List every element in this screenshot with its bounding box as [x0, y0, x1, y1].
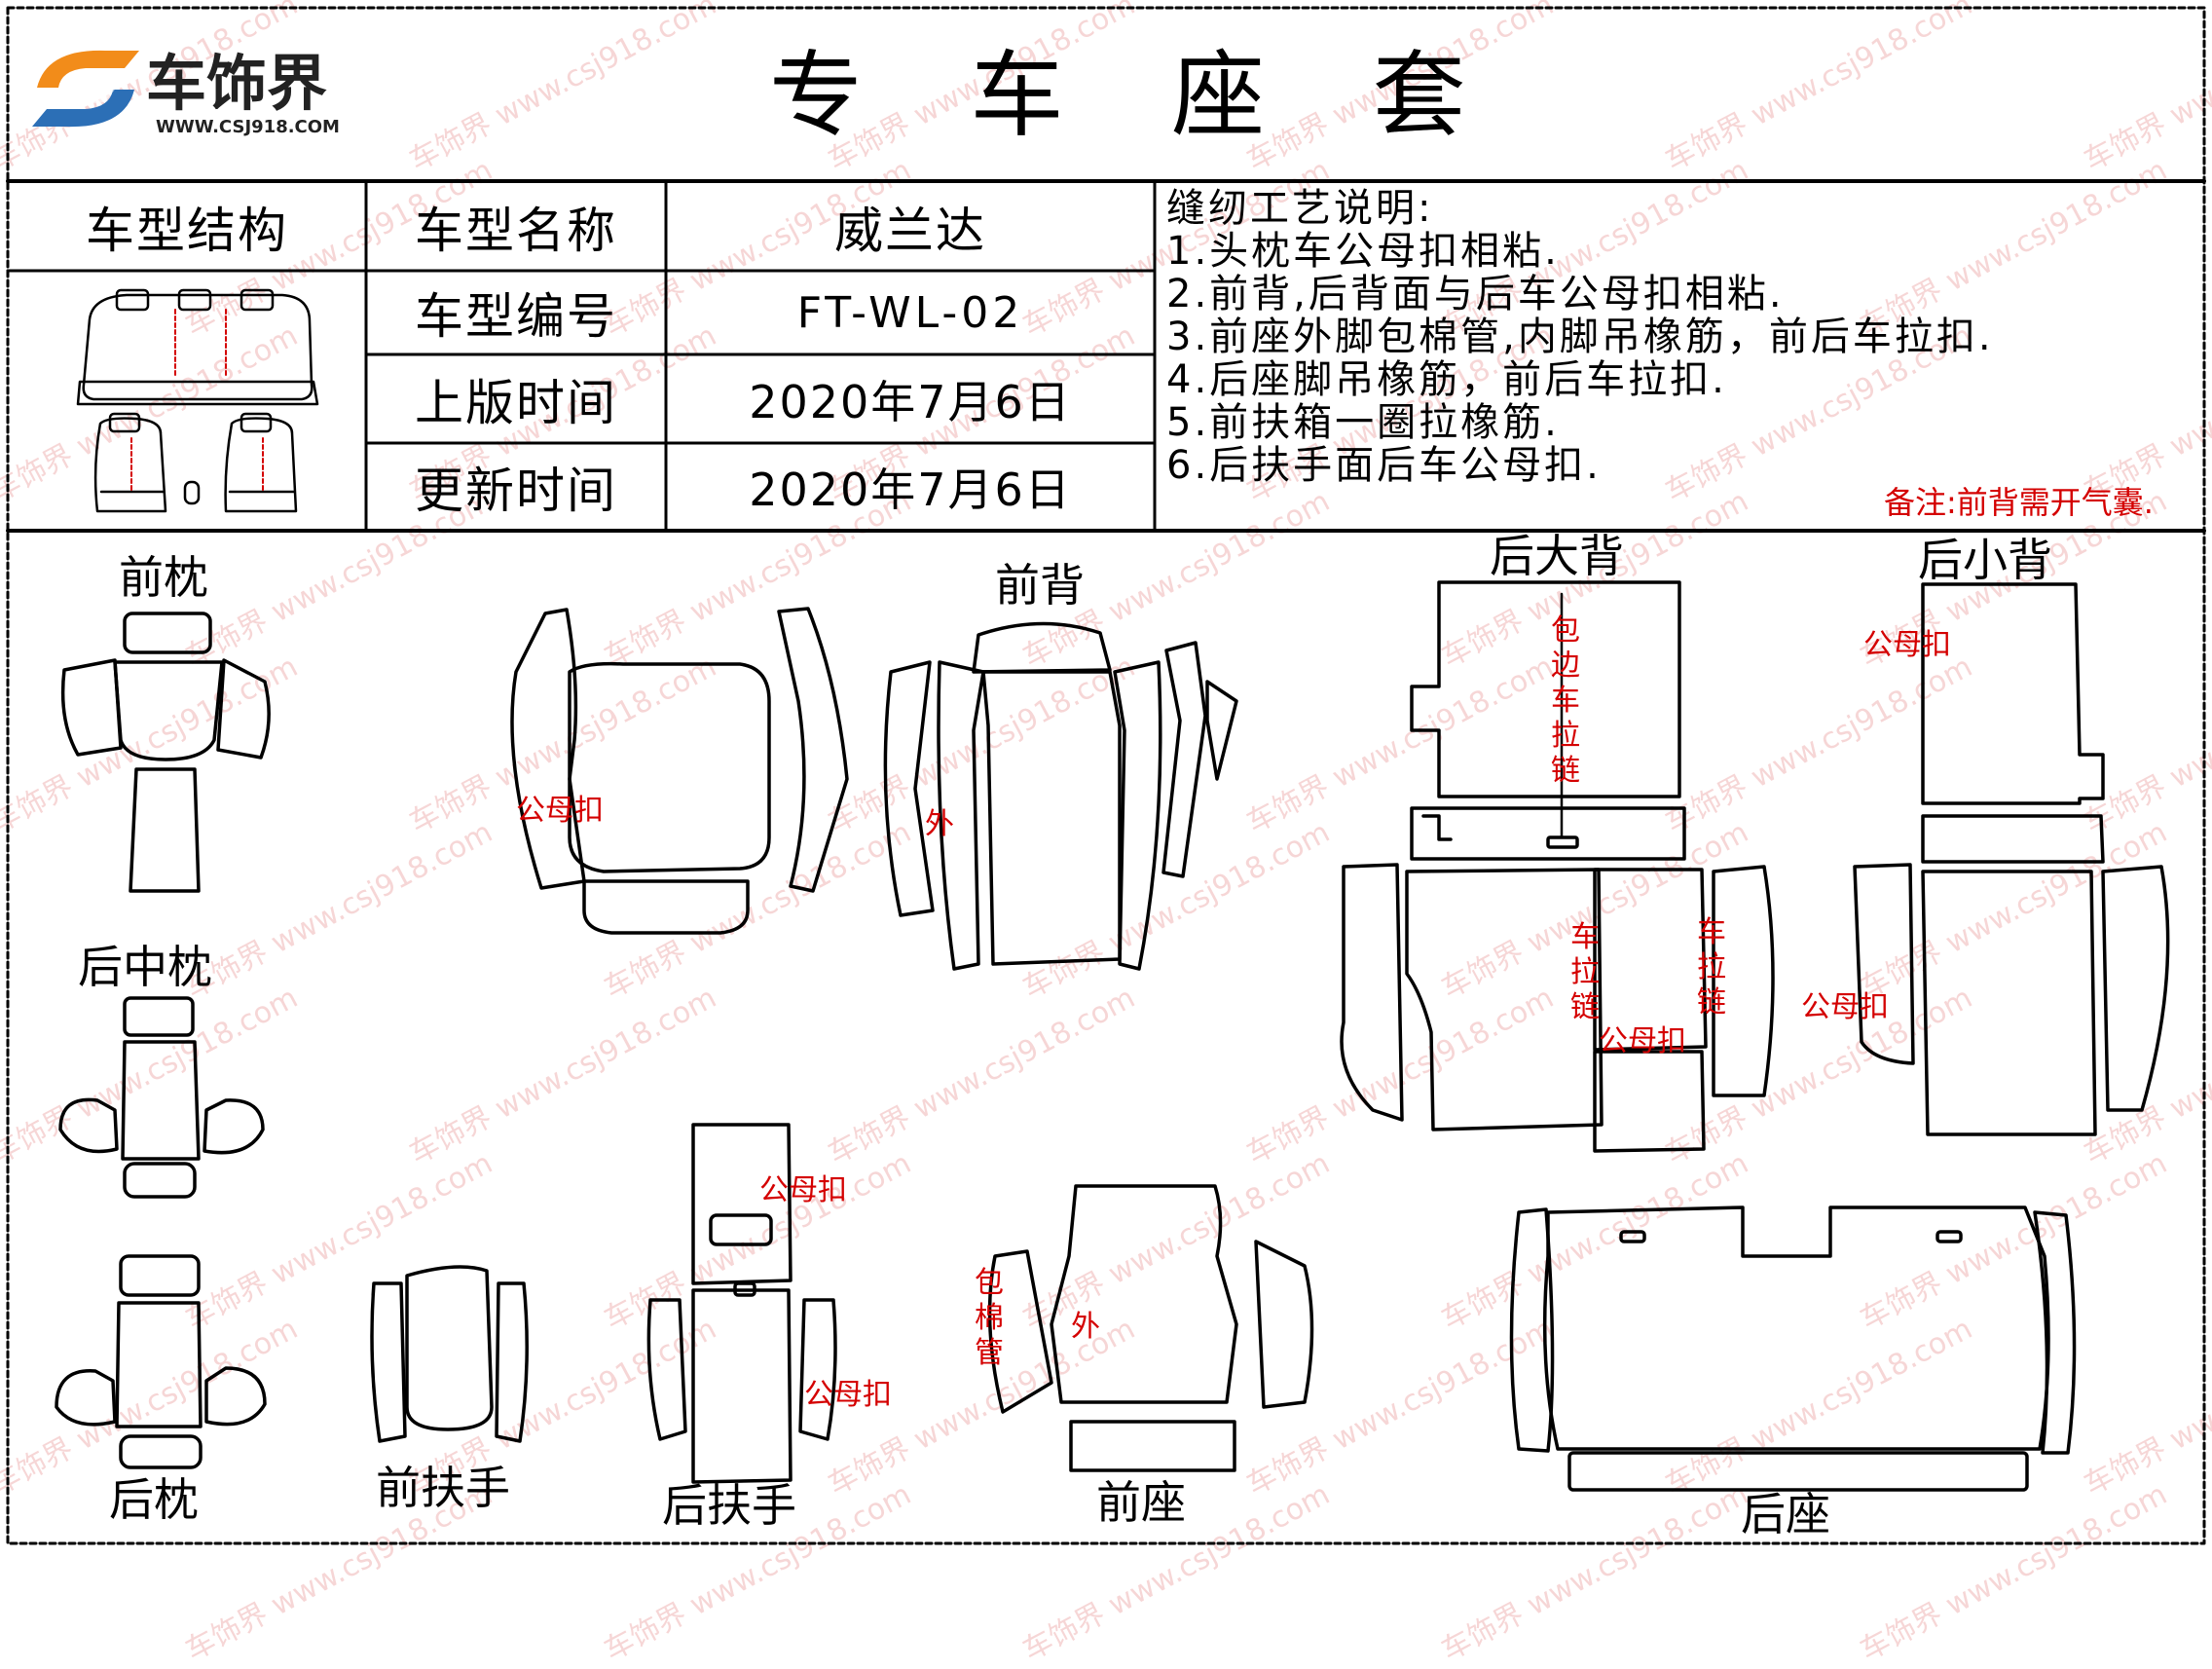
annotation-foam-tube: 包棉管 [975, 1266, 1004, 1370]
sewing-item: 4.后座脚吊橡筋，前后车拉扣. [1166, 357, 1727, 402]
update-date-label: 更新时间 [415, 463, 617, 519]
annotation-snap: 公母扣 [1863, 628, 1951, 662]
pattern-drawing [6, 6, 2206, 1545]
front-seat-pieces [987, 1184, 1314, 1472]
model-code-value: FT-WL-02 [796, 287, 1024, 338]
page-title: 专 车 座 套 [769, 41, 1505, 150]
sewing-instructions: 缝纫工艺说明: 1.头枕车公母扣相粘. 2.前背,后背面与后车公母扣相粘. 3.… [1166, 187, 2198, 487]
sewing-heading: 缝纫工艺说明: [1166, 186, 1434, 231]
front-pillow-pieces [60, 612, 271, 893]
annotation-edge-zipper: 包边车拉链 [1551, 613, 1580, 788]
sewing-item: 3.前座外脚包棉管,内脚吊橡筋，前后车拉扣. [1166, 315, 1994, 359]
rear-big-back-pieces [1340, 580, 1775, 1153]
label-rear-big-back: 后大背 [1490, 530, 1624, 582]
remark-note: 备注:前背需开气囊. [1884, 484, 2154, 521]
annotation-sew-zipper: 车拉链 [1570, 920, 1600, 1024]
model-name-label: 车型名称 [415, 203, 617, 259]
sewing-item: 5.前扶箱一圈拉橡筋. [1166, 400, 1560, 445]
rear-mid-pillow-pieces [58, 996, 265, 1199]
annotation-snap: 公母扣 [1599, 1024, 1686, 1058]
update-date-value: 2020年7月6日 [749, 464, 1072, 516]
label-rear-small-back: 后小背 [1918, 534, 2052, 586]
brand-url: WWW.CSJ918.COM [156, 117, 340, 137]
brand-name: 车饰界 [146, 48, 328, 119]
annotation-outer: 外 [925, 807, 954, 841]
annotation-sew-zipper: 车拉链 [1697, 915, 1726, 1020]
model-code-label: 车型编号 [415, 288, 617, 345]
label-rear-pillow: 后枕 [109, 1473, 199, 1526]
sewing-item: 6.后扶手面后车公母扣. [1166, 443, 1602, 488]
annotation-snap: 公母扣 [1801, 990, 1889, 1024]
label-rear-mid-pillow: 后中枕 [78, 941, 212, 993]
label-front-back: 前背 [995, 559, 1085, 612]
rear-seat-pieces [1509, 1205, 2077, 1492]
front-back-pieces [510, 607, 1238, 971]
sheet-border [6, 6, 2206, 1545]
model-name-value: 威兰达 [834, 203, 986, 259]
label-front-seat: 前座 [1096, 1476, 1186, 1529]
structure-label: 车型结构 [86, 203, 288, 259]
release-date-label: 上版时间 [415, 374, 617, 431]
sewing-item: 1.头枕车公母扣相粘. [1166, 229, 1560, 274]
label-front-pillow: 前枕 [119, 551, 208, 604]
sewing-item: 2.前背,后背面与后车公母扣相粘. [1166, 272, 1785, 316]
label-front-armrest: 前扶手 [376, 1462, 510, 1514]
annotation-snap: 公母扣 [516, 794, 604, 828]
annotation-outer: 外 [1071, 1310, 1100, 1344]
label-rear-seat: 后座 [1741, 1488, 1830, 1540]
logo-mark-icon [32, 50, 139, 128]
front-armrest-pieces [370, 1265, 529, 1443]
release-date-value: 2020年7月6日 [749, 375, 1072, 428]
rear-pillow-pieces [55, 1254, 267, 1469]
annotation-snap: 公母扣 [804, 1378, 892, 1412]
rear-small-back-pieces [1853, 582, 2170, 1136]
label-rear-armrest: 后扶手 [662, 1479, 796, 1532]
car-structure-thumbnail [76, 288, 319, 513]
rear-armrest-pieces [646, 1123, 837, 1484]
brand-logo [27, 39, 144, 136]
annotation-snap: 公母扣 [759, 1173, 847, 1207]
